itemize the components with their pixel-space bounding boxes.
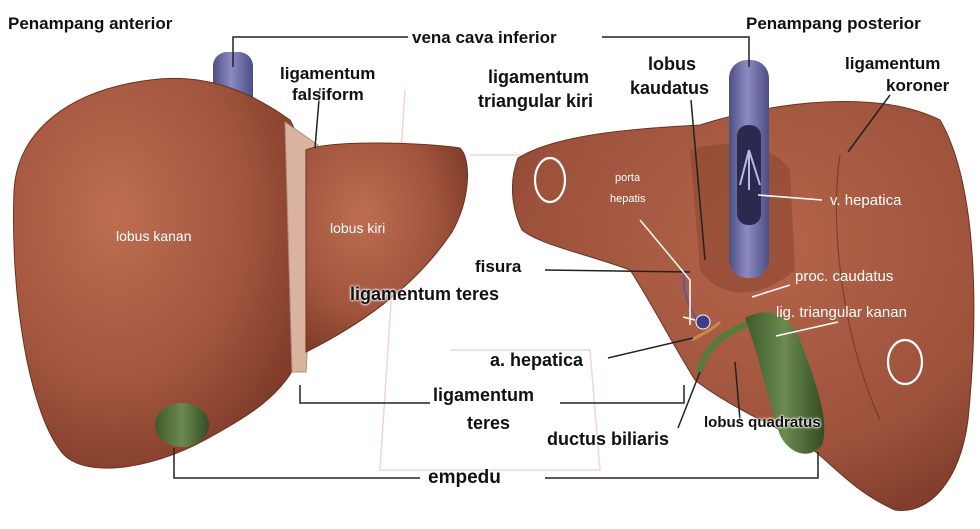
portal-vein-dot [696, 315, 710, 329]
label-ligamentum-teres-2: teres [467, 414, 510, 433]
label-fisura: fisura [475, 258, 521, 276]
label-porta-hepatis-2: hepatis [610, 194, 645, 206]
right-lobe-anterior [13, 78, 305, 468]
label-ligamentum-koroner-1: ligamentum [845, 55, 940, 73]
label-lig-triangular-kanan: lig. triangular kanan [776, 305, 907, 321]
label-ligamentum-teres-1: ligamentum [433, 386, 534, 405]
anterior-liver [13, 52, 467, 468]
label-vena-cava-inferior: vena cava inferior [412, 29, 557, 47]
label-ligamentum-triangular-kiri-1: ligamentum [488, 68, 589, 87]
label-fisura-ligamentum-teres: ligamentum teres [350, 285, 499, 304]
label-v-porta: v. porta [600, 291, 646, 306]
label-ligamentum-falsiform-2: falsiform [292, 86, 364, 104]
label-penampang-posterior: Penampang posterior [746, 15, 921, 33]
ductus-leader [678, 372, 700, 428]
gallbladder-anterior [155, 403, 209, 447]
label-penampang-anterior: Penampang anterior [8, 15, 172, 33]
label-empedu: empedu [428, 468, 501, 488]
label-lobus-kaudatus-1: lobus [648, 55, 696, 74]
label-lobus-quadratus: lobus quadratus [704, 415, 821, 431]
left-lobe-anterior [306, 143, 468, 352]
label-lobus-kiri: lobus kiri [330, 221, 385, 236]
label-v-hepatica: v. hepatica [830, 193, 901, 209]
label-ligamentum-koroner-2: koroner [886, 77, 949, 95]
label-ligamentum-falsiform-1: ligamentum [280, 65, 375, 83]
label-ligamentum-triangular-kiri-2: triangular kiri [478, 92, 593, 111]
label-ductus-biliaris: ductus biliaris [547, 430, 669, 449]
label-lobus-kanan: lobus kanan [116, 229, 192, 244]
label-proc-caudatus: proc. caudatus [795, 269, 893, 285]
label-lobus-kaudatus-2: kaudatus [630, 79, 709, 98]
label-a-hepatica: a. hepatica [490, 351, 583, 370]
label-porta-hepatis-1: porta [615, 173, 640, 185]
